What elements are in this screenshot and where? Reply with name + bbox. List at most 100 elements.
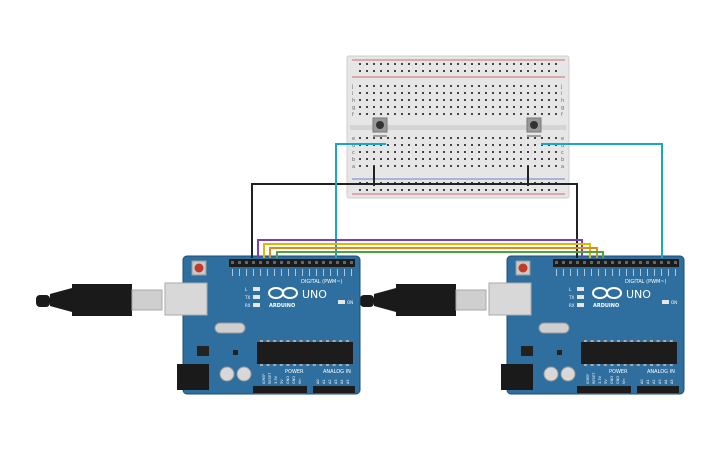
breadboard-hole[interactable]: [366, 165, 368, 167]
breadboard-hole[interactable]: [506, 144, 508, 146]
breadboard-hole[interactable]: [373, 99, 375, 101]
header-pin[interactable]: [660, 261, 663, 264]
breadboard-hole[interactable]: [464, 85, 466, 87]
breadboard-hole[interactable]: [534, 189, 536, 191]
breadboard-hole[interactable]: [534, 92, 536, 94]
breadboard-hole[interactable]: [478, 106, 480, 108]
breadboard-hole[interactable]: [359, 63, 361, 65]
breadboard-hole[interactable]: [534, 70, 536, 72]
breadboard-hole[interactable]: [541, 85, 543, 87]
breadboard-hole[interactable]: [429, 189, 431, 191]
breadboard-hole[interactable]: [366, 99, 368, 101]
breadboard-hole[interactable]: [415, 92, 417, 94]
breadboard-hole[interactable]: [401, 165, 403, 167]
breadboard-hole[interactable]: [436, 165, 438, 167]
breadboard-hole[interactable]: [527, 63, 529, 65]
header-pin[interactable]: [308, 261, 311, 264]
breadboard-hole[interactable]: [415, 106, 417, 108]
breadboard-hole[interactable]: [520, 144, 522, 146]
breadboard-hole[interactable]: [415, 144, 417, 146]
breadboard-hole[interactable]: [366, 92, 368, 94]
breadboard-hole[interactable]: [541, 189, 543, 191]
reset-button-cap[interactable]: [194, 263, 204, 273]
breadboard-hole[interactable]: [513, 189, 515, 191]
breadboard-hole[interactable]: [471, 144, 473, 146]
breadboard-hole[interactable]: [408, 165, 410, 167]
breadboard-hole[interactable]: [429, 165, 431, 167]
breadboard-hole[interactable]: [520, 63, 522, 65]
breadboard-hole[interactable]: [366, 70, 368, 72]
breadboard-hole[interactable]: [422, 99, 424, 101]
breadboard-hole[interactable]: [443, 63, 445, 65]
breadboard-hole[interactable]: [457, 189, 459, 191]
breadboard-hole[interactable]: [380, 165, 382, 167]
breadboard-hole[interactable]: [450, 165, 452, 167]
breadboard-hole[interactable]: [471, 137, 473, 139]
breadboard-hole[interactable]: [555, 189, 557, 191]
breadboard-hole[interactable]: [499, 106, 501, 108]
breadboard-hole[interactable]: [457, 92, 459, 94]
breadboard-hole[interactable]: [485, 151, 487, 153]
breadboard-hole[interactable]: [401, 158, 403, 160]
breadboard-hole[interactable]: [478, 165, 480, 167]
breadboard-hole[interactable]: [485, 99, 487, 101]
breadboard-hole[interactable]: [506, 70, 508, 72]
header-pin[interactable]: [273, 261, 276, 264]
breadboard-hole[interactable]: [394, 165, 396, 167]
breadboard-hole[interactable]: [450, 151, 452, 153]
header-pin[interactable]: [576, 261, 579, 264]
breadboard-hole[interactable]: [541, 113, 543, 115]
breadboard-hole[interactable]: [548, 165, 550, 167]
breadboard-hole[interactable]: [471, 70, 473, 72]
breadboard-hole[interactable]: [436, 189, 438, 191]
header-pin[interactable]: [280, 261, 283, 264]
header-pin[interactable]: [238, 261, 241, 264]
breadboard-hole[interactable]: [499, 99, 501, 101]
breadboard-hole[interactable]: [387, 158, 389, 160]
breadboard-hole[interactable]: [478, 85, 480, 87]
breadboard-hole[interactable]: [394, 151, 396, 153]
breadboard-hole[interactable]: [422, 106, 424, 108]
breadboard-hole[interactable]: [436, 106, 438, 108]
breadboard-hole[interactable]: [541, 158, 543, 160]
breadboard-hole[interactable]: [478, 113, 480, 115]
breadboard-hole[interactable]: [415, 99, 417, 101]
breadboard-hole[interactable]: [499, 113, 501, 115]
breadboard-hole[interactable]: [520, 113, 522, 115]
breadboard-hole[interactable]: [499, 151, 501, 153]
reset-button-cap[interactable]: [518, 263, 528, 273]
breadboard-hole[interactable]: [394, 92, 396, 94]
breadboard-hole[interactable]: [436, 151, 438, 153]
breadboard-hole[interactable]: [506, 151, 508, 153]
breadboard-hole[interactable]: [527, 158, 529, 160]
breadboard-hole[interactable]: [373, 63, 375, 65]
breadboard-hole[interactable]: [492, 113, 494, 115]
breadboard-hole[interactable]: [513, 106, 515, 108]
breadboard-hole[interactable]: [359, 189, 361, 191]
breadboard-hole[interactable]: [464, 92, 466, 94]
breadboard-hole[interactable]: [541, 70, 543, 72]
breadboard-hole[interactable]: [499, 165, 501, 167]
breadboard-hole[interactable]: [464, 189, 466, 191]
breadboard-hole[interactable]: [527, 85, 529, 87]
breadboard-hole[interactable]: [450, 144, 452, 146]
breadboard-hole[interactable]: [471, 92, 473, 94]
breadboard-hole[interactable]: [373, 137, 375, 139]
breadboard-hole[interactable]: [555, 165, 557, 167]
breadboard-hole[interactable]: [394, 85, 396, 87]
breadboard-hole[interactable]: [429, 151, 431, 153]
breadboard-hole[interactable]: [429, 85, 431, 87]
breadboard-hole[interactable]: [478, 63, 480, 65]
breadboard-hole[interactable]: [506, 63, 508, 65]
breadboard-hole[interactable]: [415, 70, 417, 72]
breadboard-hole[interactable]: [499, 137, 501, 139]
breadboard-hole[interactable]: [450, 99, 452, 101]
breadboard-hole[interactable]: [485, 106, 487, 108]
breadboard-hole[interactable]: [492, 63, 494, 65]
breadboard-hole[interactable]: [457, 70, 459, 72]
usb-cable-left[interactable]: [36, 284, 163, 316]
header-pin[interactable]: [252, 261, 255, 264]
breadboard-hole[interactable]: [492, 106, 494, 108]
breadboard-hole[interactable]: [527, 151, 529, 153]
